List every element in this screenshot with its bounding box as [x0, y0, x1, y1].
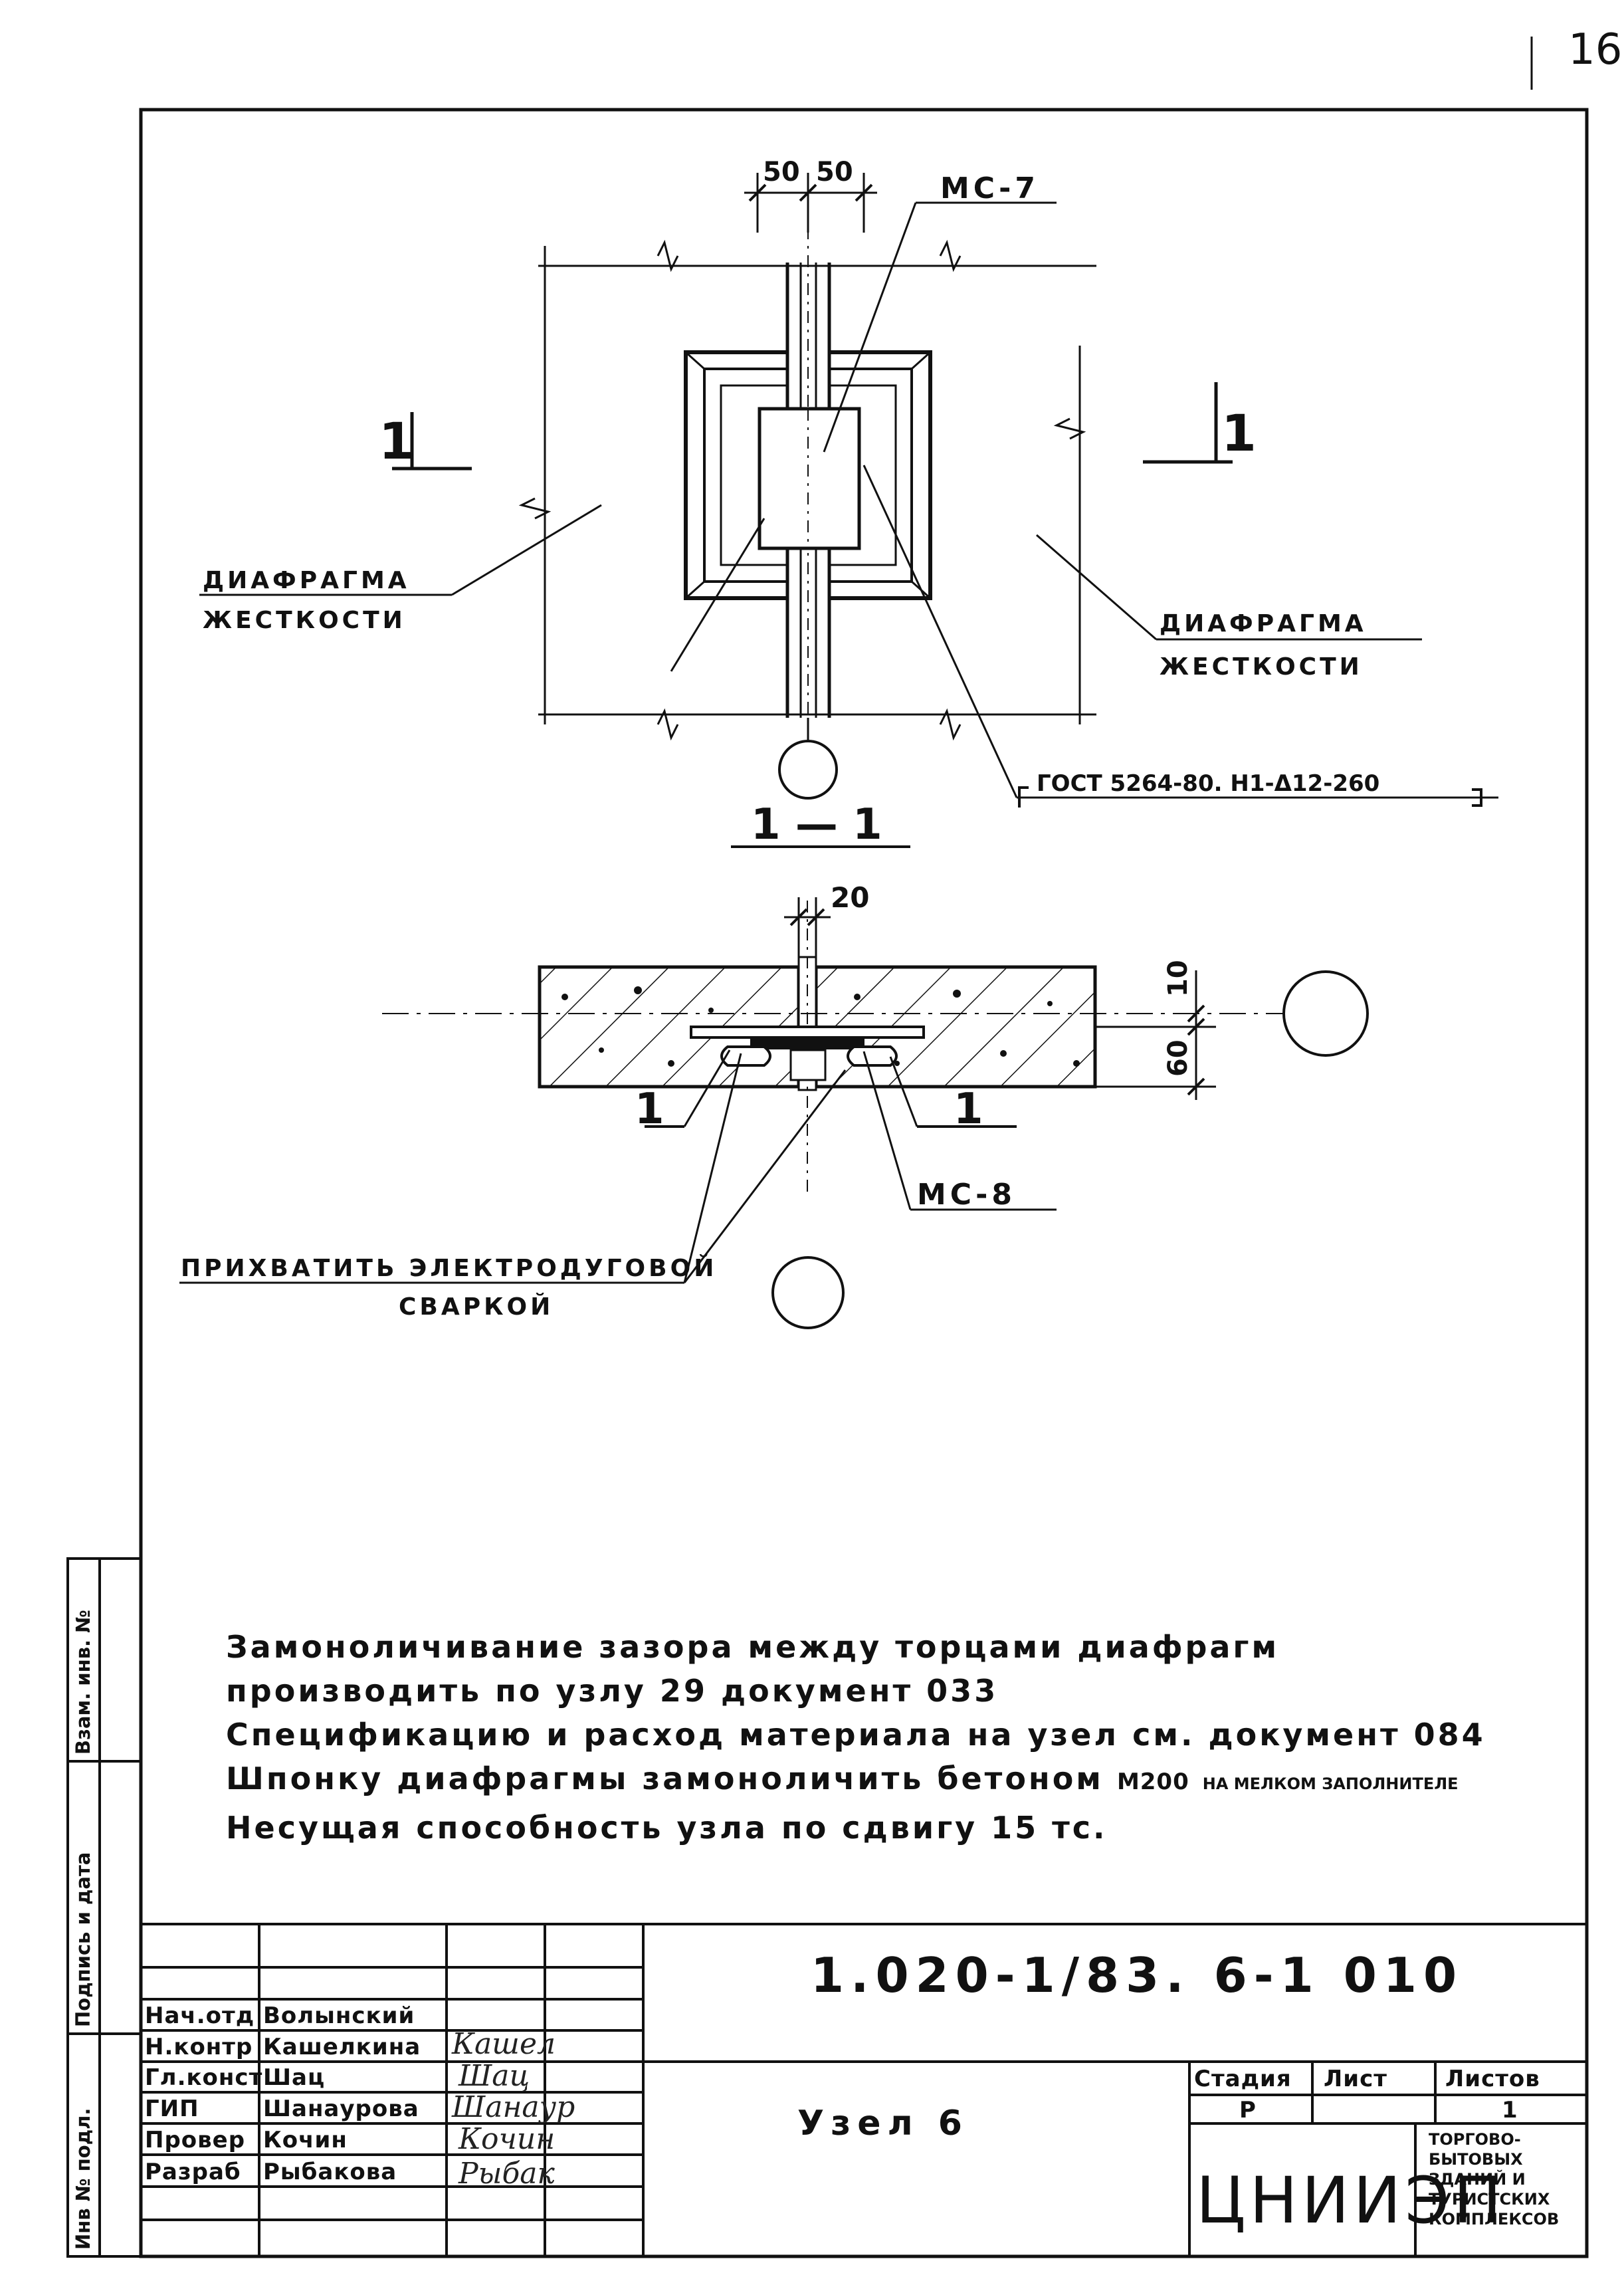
notes-block: Замоноличивание зазора между торцами диа…	[226, 1625, 1486, 1850]
note-line-4: Шпонку диафрагмы замоноличить бетоном М2…	[226, 1757, 1486, 1806]
role-1: Нач.отд	[145, 2003, 255, 2029]
title-block-grid	[141, 1923, 1587, 2256]
dim-50-left: 50	[763, 157, 800, 187]
organization-logo: ЦНИИЭП	[1196, 2163, 1506, 2238]
plan-view	[199, 173, 1498, 808]
role-2: Н.контр	[145, 2034, 253, 2060]
name-6: Рыбакова	[263, 2159, 397, 2185]
role-5: Провер	[145, 2127, 246, 2153]
mark-1-right: 1	[954, 1085, 983, 1134]
note-line-4-main: Шпонку диафрагмы замоноличить бетоном	[226, 1761, 1104, 1796]
dim-20: 20	[831, 881, 869, 914]
section-mark-left: 1	[379, 411, 414, 471]
signature-4: Шанаур	[452, 2090, 575, 2124]
org-name-1: ТОРГОВО-	[1429, 2130, 1521, 2149]
signature-2: Кашел	[452, 2027, 556, 2061]
sheets-value: 1	[1502, 2097, 1518, 2123]
sheet-header: Лист	[1324, 2066, 1387, 2092]
gost-callout: ГОСТ 5264-80. Н1-Δ12-260	[1037, 770, 1379, 797]
weld-note-2: СВАРКОЙ	[399, 1293, 554, 1321]
name-3: Шац	[263, 2064, 326, 2091]
org-name-4: ТУРИСТСКИХ	[1429, 2190, 1550, 2209]
side-stamp-signature-date: Подпись и дата	[72, 1852, 94, 2027]
role-4: ГИП	[145, 2096, 199, 2122]
note-line-4-grade: М200	[1116, 1769, 1189, 1795]
document-code: 1.020-1/83. 6-1 010	[811, 1947, 1464, 2003]
diaphragm-label-left-2: ЖЕСТКОСТИ	[203, 607, 406, 634]
diaphragm-label-left-1: ДИАФРАГМА	[203, 567, 410, 594]
org-name-3: ЗДАНИЙ И	[1429, 2170, 1526, 2189]
dim-60: 60	[1163, 1039, 1193, 1077]
drawing-frame	[139, 108, 1589, 2258]
section-view	[179, 845, 1369, 1329]
name-1: Волынский	[263, 2003, 415, 2029]
note-line-1: Замоноличивание зазора между торцами диа…	[226, 1629, 1280, 1665]
mark-1-left: 1	[635, 1085, 664, 1134]
diaphragm-label-right-2: ЖЕСТКОСТИ	[1160, 653, 1363, 681]
callout-mc7: МС-7	[940, 171, 1039, 205]
name-2: Кашелкина	[263, 2034, 421, 2060]
diaphragm-label-right-1: ДИАФРАГМА	[1160, 610, 1367, 637]
note-line-4-suffix: НА МЕЛКОМ ЗАПОЛНИТЕЛЕ	[1202, 1775, 1459, 1793]
section-title: 1 — 1	[751, 800, 882, 849]
note-line-2: производить по узлу 29 документ 033	[226, 1673, 999, 1709]
note-line-5: Несущая способность узла по сдвигу 15 тс…	[226, 1810, 1108, 1846]
side-stamp-replaced-inv: Взам. инв. №	[72, 1609, 94, 1755]
signature-3: Шац	[458, 2059, 530, 2093]
signature-5: Кочин	[458, 2122, 556, 2156]
name-5: Кочин	[263, 2127, 348, 2153]
weld-note-1: ПРИХВАТИТЬ ЭЛЕКТРОДУГОВОЙ	[181, 1254, 717, 1282]
role-6: Разраб	[145, 2159, 241, 2185]
role-3: Гл.конст	[145, 2064, 263, 2091]
side-stamp-grid	[66, 1557, 142, 2258]
dim-50-right: 50	[816, 157, 853, 187]
note-line-3: Спецификацию и расход материала на узел …	[226, 1717, 1486, 1753]
side-stamp-inv-orig: Инв № подл.	[72, 2108, 94, 2250]
drawing-title: Узел 6	[797, 2104, 969, 2143]
name-4: Шанаурова	[263, 2096, 419, 2122]
callout-mc8: МС-8	[917, 1178, 1016, 1212]
org-name-5: КОМПЛЕКСОВ	[1429, 2210, 1560, 2228]
org-name-2: БЫТОВЫХ	[1429, 2150, 1523, 2169]
signature-6: Рыбак	[458, 2157, 555, 2191]
section-mark-right: 1	[1221, 403, 1257, 463]
stage-header: Стадия	[1194, 2066, 1292, 2092]
stage-value: Р	[1239, 2097, 1257, 2123]
sheets-header: Листов	[1445, 2066, 1540, 2092]
dim-10: 10	[1163, 960, 1193, 997]
sheet-number: 16	[1568, 25, 1623, 74]
